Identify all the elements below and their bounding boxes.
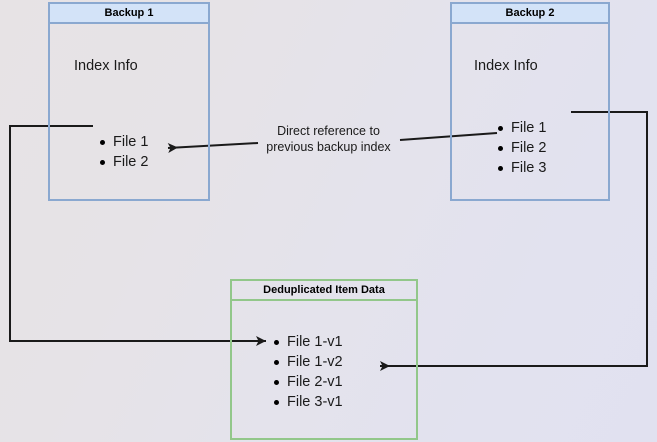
- backup-1-index-info-label: Index Info: [74, 58, 138, 74]
- node-backup-2-body: Index Info File 1 File 2 File 3: [452, 24, 608, 199]
- node-backup-2[interactable]: Backup 2 Index Info File 1 File 2 File 3: [450, 2, 610, 201]
- list-item: File 2: [496, 138, 546, 158]
- list-item: File 2-v1: [272, 372, 343, 392]
- list-item: File 3-v1: [272, 392, 343, 412]
- node-backup-1-body: Index Info File 1 File 2: [50, 24, 208, 199]
- dedup-file-list: File 1-v1 File 1-v2 File 2-v1 File 3-v1: [272, 332, 343, 412]
- node-backup-1-header: Backup 1: [50, 4, 208, 24]
- node-deduplicated-item-data[interactable]: Deduplicated Item Data File 1-v1 File 1-…: [230, 279, 418, 440]
- list-item: File 1: [98, 132, 148, 152]
- list-item: File 2: [98, 152, 148, 172]
- backup-2-index-info-label: Index Info: [474, 58, 538, 74]
- node-backup-1[interactable]: Backup 1 Index Info File 1 File 2: [48, 2, 210, 201]
- list-item: File 1: [496, 118, 546, 138]
- node-deduplicated-header: Deduplicated Item Data: [232, 281, 416, 301]
- list-item: File 1-v2: [272, 352, 343, 372]
- list-item: File 1-v1: [272, 332, 343, 352]
- edge-label-direct-reference: Direct reference to previous backup inde…: [266, 124, 391, 154]
- backup-2-file-list: File 1 File 2 File 3: [496, 118, 546, 178]
- node-backup-2-header: Backup 2: [452, 4, 608, 24]
- node-deduplicated-body: File 1-v1 File 1-v2 File 2-v1 File 3-v1: [232, 301, 416, 438]
- list-item: File 3: [496, 158, 546, 178]
- backup-1-file-list: File 1 File 2: [98, 132, 148, 172]
